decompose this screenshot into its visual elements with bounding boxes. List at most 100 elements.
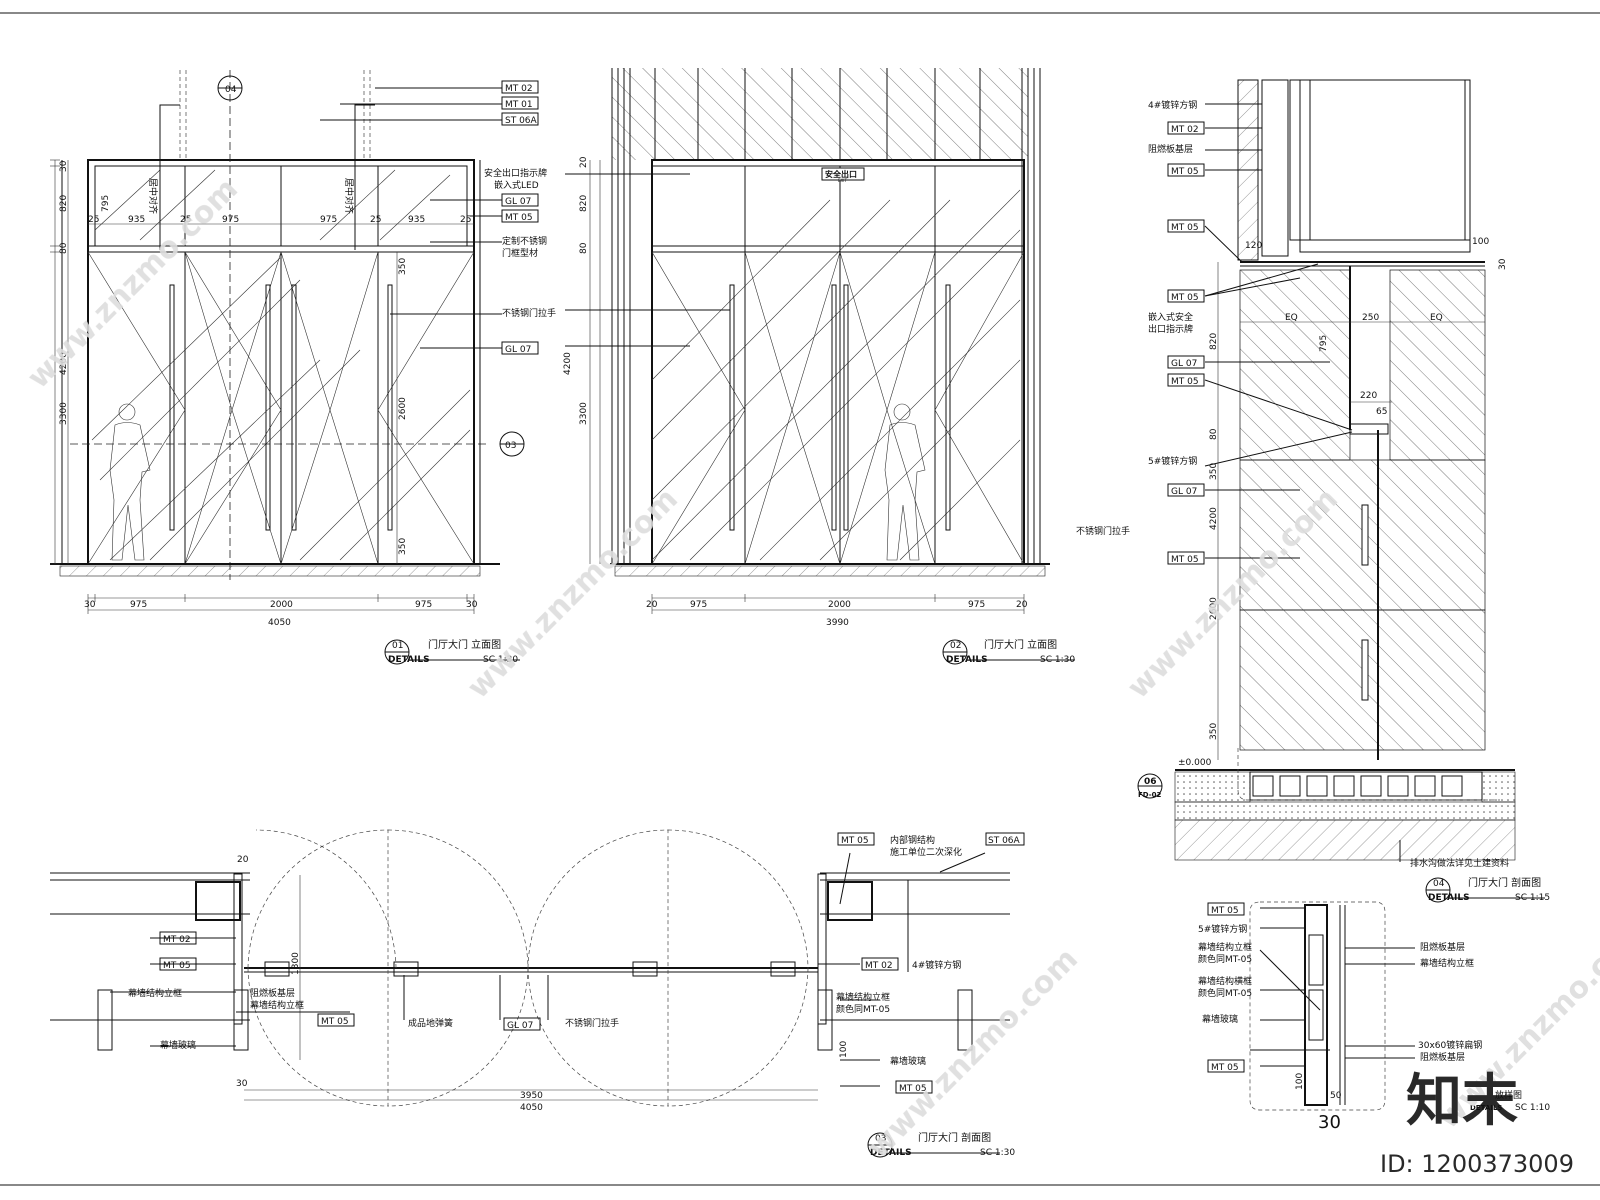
svg-text:MT 02: MT 02	[1171, 125, 1199, 135]
mid-dim-20: 20	[579, 156, 589, 168]
plan-label-handle: 不锈钢门拉手	[565, 1017, 619, 1029]
rs-dim-eq-a: EQ	[1285, 313, 1298, 323]
dim-v-30: 30	[59, 160, 69, 172]
detail-dim-100: 100	[1295, 1073, 1305, 1090]
dim-h-25c: 25	[370, 215, 381, 225]
svg-text:MT 05: MT 05	[1211, 906, 1239, 916]
note-custom-ss: 定制不锈钢	[502, 235, 547, 247]
plan-label-color: 颜色同MT-05	[836, 1003, 890, 1015]
plan-tag-mt05-b: MT 05	[895, 1080, 933, 1094]
plan-label-steel: 内部钢结构	[890, 834, 935, 846]
plan-label-secondary: 施工单位二次深化	[890, 846, 962, 858]
scale-05: SC 1:10	[1515, 1103, 1550, 1113]
exit-sign-sub: EXIT	[838, 178, 847, 183]
dim-h-975b: 975	[320, 215, 337, 225]
detail-05	[1249, 901, 1415, 1111]
scale-02: SC 1:30	[1040, 655, 1075, 665]
svg-text:MT 02: MT 02	[163, 935, 191, 945]
mid-b-975a: 975	[690, 600, 707, 610]
svg-text:MT 05: MT 05	[163, 961, 191, 971]
elevation-02	[565, 68, 1075, 665]
rs-dim-2600: 2600	[1209, 597, 1219, 620]
plan-label-mullion-r: 幕墙结构立框	[836, 991, 890, 1003]
note-handle-b: 不锈钢门拉手	[1076, 525, 1130, 537]
rs-dim-eq-b: EQ	[1430, 313, 1443, 323]
dim-v-795: 795	[101, 195, 111, 212]
tag-st06a: ST 06A	[501, 112, 539, 126]
title-04-number: 04	[1433, 879, 1445, 889]
watermark-id: ID: 1200373009	[1380, 1150, 1574, 1178]
rs-dim-350a: 350	[1209, 463, 1219, 480]
detail-label-mullion-r: 幕墙结构立框	[1420, 957, 1474, 969]
detail-label-color-a: 颜色同MT-05	[1198, 953, 1252, 965]
mid-b-20b: 20	[1016, 600, 1028, 610]
detail-label-board-a: 阻燃板基层	[1420, 941, 1465, 953]
title-04-sub: DETAILS	[1428, 893, 1470, 903]
detail-tag-mt05-a: MT 05	[1207, 902, 1245, 916]
detail-label-color-b: 颜色同MT-05	[1198, 987, 1252, 999]
rs-label-4steel: 4#镀锌方钢	[1148, 99, 1197, 111]
svg-text:MT 05: MT 05	[1171, 293, 1199, 303]
svg-text:MT 05: MT 05	[321, 1017, 349, 1027]
svg-text:www.znzmo.com: www.znzmo.com	[21, 172, 245, 396]
scale-04: SC 1:15	[1515, 893, 1550, 903]
detail-label-mullion: 幕墙结构立框	[1198, 941, 1252, 953]
exit-sign-text: 安全出口	[825, 169, 857, 179]
rs-tag-mt05-c: MT 05	[1167, 289, 1205, 303]
scale-03: SC 1:30	[980, 1148, 1015, 1158]
tag-mt01: MT 01	[501, 96, 539, 110]
watermark-brand: 知末	[1406, 1069, 1518, 1134]
plan-tag-gl07: GL 07	[503, 1017, 541, 1031]
dim-h-25a: 25	[88, 215, 99, 225]
detail-label-flat: 30x60镀锌扁钢	[1418, 1039, 1482, 1051]
marker-06-sub: FD-02	[1138, 791, 1161, 799]
svg-text:www.znzmo.com: www.znzmo.com	[461, 482, 685, 706]
svg-text:GL 07: GL 07	[1171, 487, 1197, 497]
rs-tag-mt05-b: MT 05	[1167, 219, 1205, 233]
rs-label-drain: 排水沟做法详见土建资料	[1410, 857, 1509, 869]
svg-text:GL 07: GL 07	[507, 1021, 533, 1031]
marker-06: 06	[1144, 777, 1157, 787]
rs-tag-mt05-e: MT 05	[1167, 551, 1205, 565]
svg-text:GL 07: GL 07	[505, 197, 531, 207]
rs-dim-250: 250	[1362, 313, 1379, 323]
detail-label-board-b: 阻燃板基层	[1420, 1051, 1465, 1063]
rs-dim-80: 80	[1209, 428, 1219, 440]
title-02-number: 02	[950, 641, 961, 651]
svg-text:MT 05: MT 05	[1171, 377, 1199, 387]
title-05: 放样图	[1495, 1089, 1522, 1101]
rs-label-embedded: 嵌入式安全	[1148, 311, 1193, 323]
title-05-sub: DETAILS	[1470, 1104, 1502, 1112]
section-04	[1137, 79, 1545, 903]
tag-mt05-a: MT 05	[501, 209, 539, 223]
mid-b-2000: 2000	[828, 600, 851, 610]
plan-dim-100: 100	[839, 1041, 849, 1058]
rs-label-exit: 出口指示牌	[1148, 323, 1193, 335]
plan-dim-4050: 4050	[520, 1103, 543, 1113]
rs-tag-gl07-b: GL 07	[1167, 483, 1205, 497]
dim-v-4200: 4200	[59, 352, 69, 375]
plan-tag-mt02-l: MT 02	[159, 931, 197, 945]
dim-h-975a: 975	[222, 215, 239, 225]
plan-03	[50, 829, 1010, 1158]
dim-total-4050: 4050	[268, 618, 291, 628]
elevation-01	[50, 70, 525, 665]
mid-dim-4200: 4200	[563, 352, 573, 375]
rs-level-0: ±0.000	[1178, 758, 1212, 768]
center-align-note-a: 居中对齐	[147, 178, 159, 214]
title-02-sub: DETAILS	[946, 655, 988, 665]
svg-text:ST 06A: ST 06A	[988, 836, 1021, 846]
plan-label-mullion-m: 幕墙结构立框	[250, 999, 304, 1011]
rs-dim-795: 795	[1319, 335, 1329, 352]
rs-dim-65: 65	[1376, 407, 1387, 417]
dim-v-3300: 3300	[59, 402, 69, 425]
dim-h-935a: 935	[128, 215, 145, 225]
title-01: 门厅大门 立面图	[428, 638, 501, 651]
scale-01: SC 1:30	[483, 655, 518, 665]
dim-h-935b: 935	[408, 215, 425, 225]
dim-inner-350a: 350	[398, 258, 408, 275]
svg-text:MT 05: MT 05	[841, 836, 869, 846]
dim-b-975a: 975	[130, 600, 147, 610]
detail-dim-50: 50	[1330, 1091, 1342, 1101]
